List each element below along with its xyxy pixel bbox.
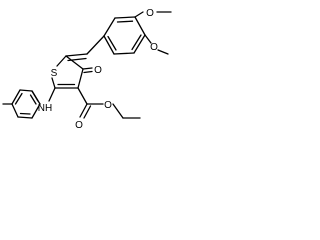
- dimethoxyphenyl-ring: [103, 16, 146, 55]
- amine-group: NH: [38, 103, 52, 114]
- ethyl-ester-group: O O: [75, 87, 141, 131]
- methoxy-oxygen-lower: O: [150, 42, 158, 53]
- methoxy-group-upper: O: [134, 8, 172, 19]
- p-tolyl-ring: [2, 89, 41, 119]
- thiophene-sulfur: S: [51, 68, 58, 79]
- ring-carbonyl: O: [82, 65, 102, 76]
- methoxy-group-lower: O: [144, 34, 169, 55]
- ester-ether-oxygen: O: [104, 100, 112, 111]
- amine-linkage: NH: [31, 87, 56, 114]
- ester-carbonyl-oxygen: O: [75, 120, 83, 131]
- thiophene-ring: S: [51, 55, 84, 89]
- chemical-structure-diagram: O O S O O O: [2, 8, 172, 131]
- methoxy-oxygen-upper: O: [146, 8, 154, 19]
- methylidene-linker: [65, 35, 105, 62]
- ring-carbonyl-oxygen: O: [94, 65, 102, 76]
